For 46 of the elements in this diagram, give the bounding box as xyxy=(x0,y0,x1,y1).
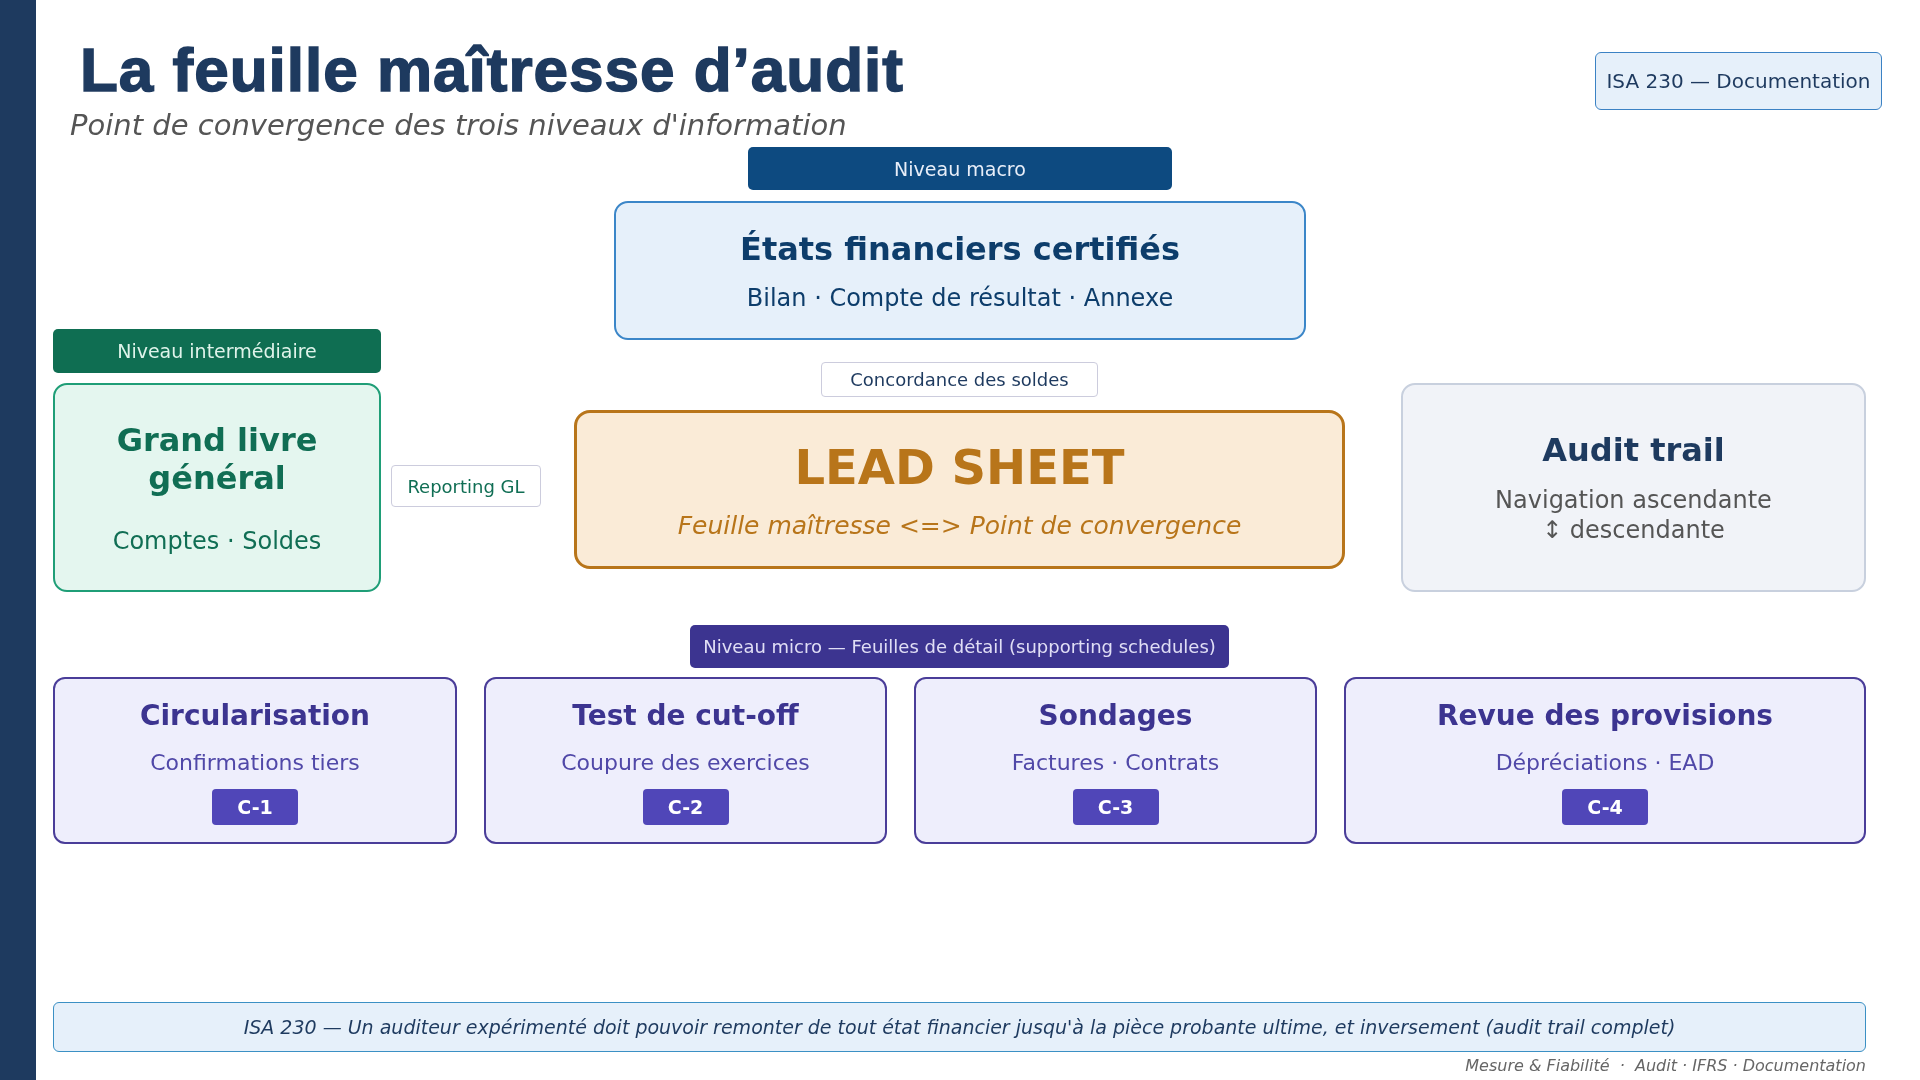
label-text: ISA 230 — Documentation xyxy=(1606,69,1871,93)
connector-tag xyxy=(821,362,1098,397)
card-title: Circularisation xyxy=(139,699,371,732)
code-badge: C-1 xyxy=(212,789,298,825)
card-subtitle: Navigation ascendante ↕ descendante xyxy=(1494,484,1773,545)
card-title: Audit trail xyxy=(1542,430,1725,469)
card-subtitle: Comptes · Soldes xyxy=(112,526,322,555)
card-title: Sondages xyxy=(1038,699,1193,732)
title: La feuille maîtresse d’audit xyxy=(80,34,904,105)
card-title: Grand livre général xyxy=(115,420,319,497)
footer-credit: Mesure & Fiabilité · Audit · IFRS · Documentation xyxy=(1465,1056,1866,1075)
schedule-card xyxy=(484,677,887,844)
level-card xyxy=(53,383,381,592)
card-subtitle: Feuille maîtresse <=> Point de convergence xyxy=(677,511,1242,540)
trail-card xyxy=(1401,383,1866,592)
subtitle: Point de convergence des trois niveaux d'information xyxy=(70,108,847,142)
label-text: Niveau intermédiaire xyxy=(117,340,317,362)
connector-tag xyxy=(391,465,541,507)
level-banner xyxy=(690,625,1229,668)
side-bar xyxy=(0,0,36,1080)
card-subtitle: Factures · Contrats xyxy=(1011,750,1220,775)
label-text: Niveau macro xyxy=(894,157,1026,180)
tag-box xyxy=(1595,52,1882,110)
schedule-card xyxy=(914,677,1317,844)
card-subtitle: Dépréciations · EAD xyxy=(1495,750,1715,775)
level-banner xyxy=(53,329,381,373)
card-subtitle: Coupure des exercices xyxy=(561,750,810,775)
card-title: États financiers certifiés xyxy=(740,229,1180,268)
label-text: Concordance des soldes xyxy=(850,369,1069,390)
code-badge: C-2 xyxy=(642,789,729,825)
label-text: Reporting GL xyxy=(407,475,525,497)
card-subtitle: Confirmations tiers xyxy=(150,750,360,775)
label-text: ISA 230 — Un auditeur expérimenté doit pouvoir remonter de tout état financier jusqu'à la pièce probante ultime, et inversement (audit trail complet) xyxy=(243,1016,1676,1038)
card-title: LEAD SHEET xyxy=(794,439,1125,495)
card-title: Revue des provisions xyxy=(1437,699,1773,732)
card-subtitle: Bilan · Compte de résultat · Annexe xyxy=(746,283,1174,312)
lead-sheet-card xyxy=(574,410,1345,569)
level-card xyxy=(614,201,1306,340)
code-badge: C-3 xyxy=(1072,789,1159,825)
code-badge: C-4 xyxy=(1562,789,1648,825)
schedule-card xyxy=(1344,677,1866,844)
schedule-card xyxy=(53,677,457,844)
label-text: Niveau micro — Feuilles de détail (supporting schedules) xyxy=(703,636,1216,657)
note-banner xyxy=(53,1002,1866,1052)
level-banner xyxy=(748,147,1172,190)
card-title: Test de cut-off xyxy=(572,699,799,732)
